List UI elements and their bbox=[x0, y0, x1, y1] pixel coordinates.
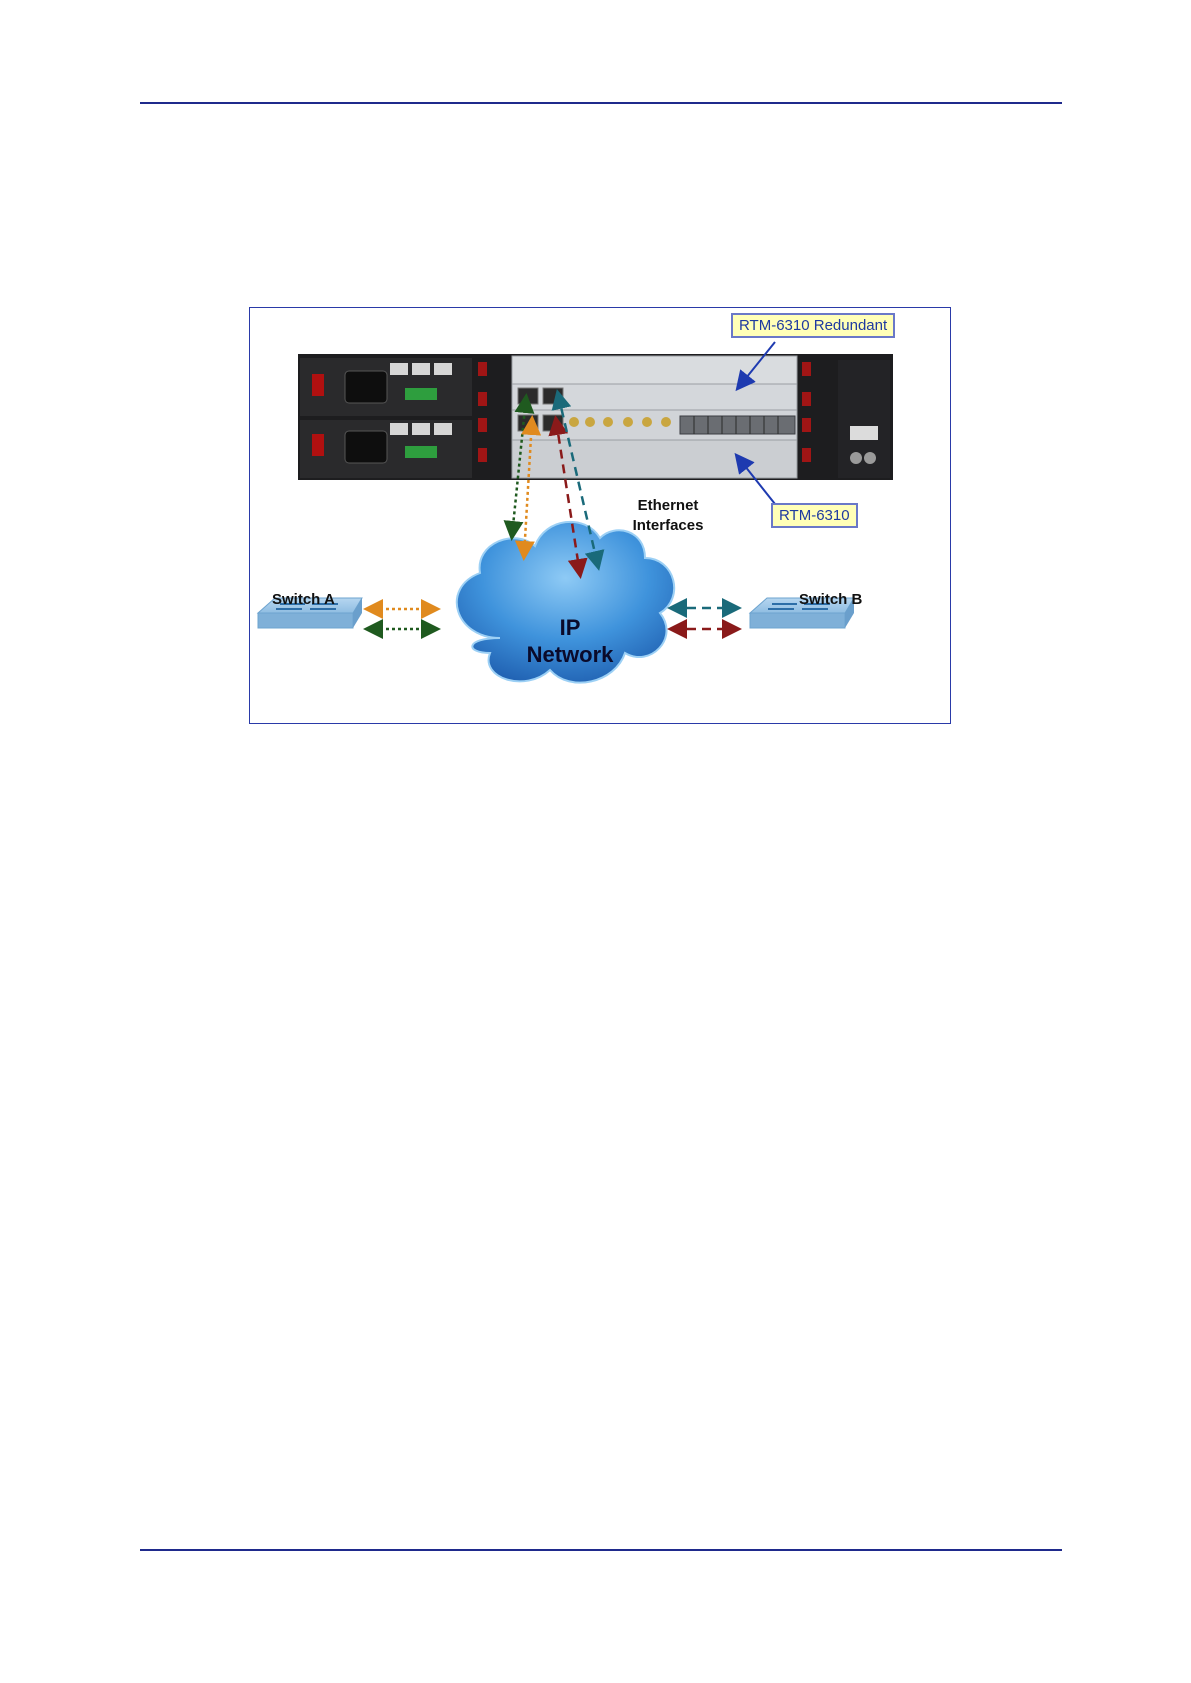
power-supply-top bbox=[300, 358, 472, 416]
callout-rtm-6310: RTM-6310 bbox=[771, 503, 858, 528]
ethernet-label-line2: Interfaces bbox=[618, 516, 718, 536]
cloud-label-line1: IP bbox=[505, 614, 635, 641]
footer-rule bbox=[140, 1549, 1062, 1551]
switch-a-links bbox=[368, 609, 436, 629]
cloud-label-line2: Network bbox=[505, 641, 635, 668]
switch-b-label: Switch B bbox=[799, 591, 862, 608]
header-rule bbox=[140, 102, 1062, 104]
ip-network-label: IP Network bbox=[505, 614, 635, 668]
power-supply-bottom bbox=[300, 420, 472, 478]
network-figure: RTM-6310 Redundant RTM-6310 Ethernet Int… bbox=[249, 307, 951, 724]
callout-rtm-6310-redundant: RTM-6310 Redundant bbox=[731, 313, 895, 338]
ethernet-label-line1: Ethernet bbox=[618, 496, 718, 516]
chassis-image bbox=[298, 354, 893, 480]
switch-b-links bbox=[672, 608, 737, 629]
ethernet-interfaces-label: Ethernet Interfaces bbox=[618, 496, 718, 536]
switch-a-label: Switch A bbox=[272, 591, 335, 608]
